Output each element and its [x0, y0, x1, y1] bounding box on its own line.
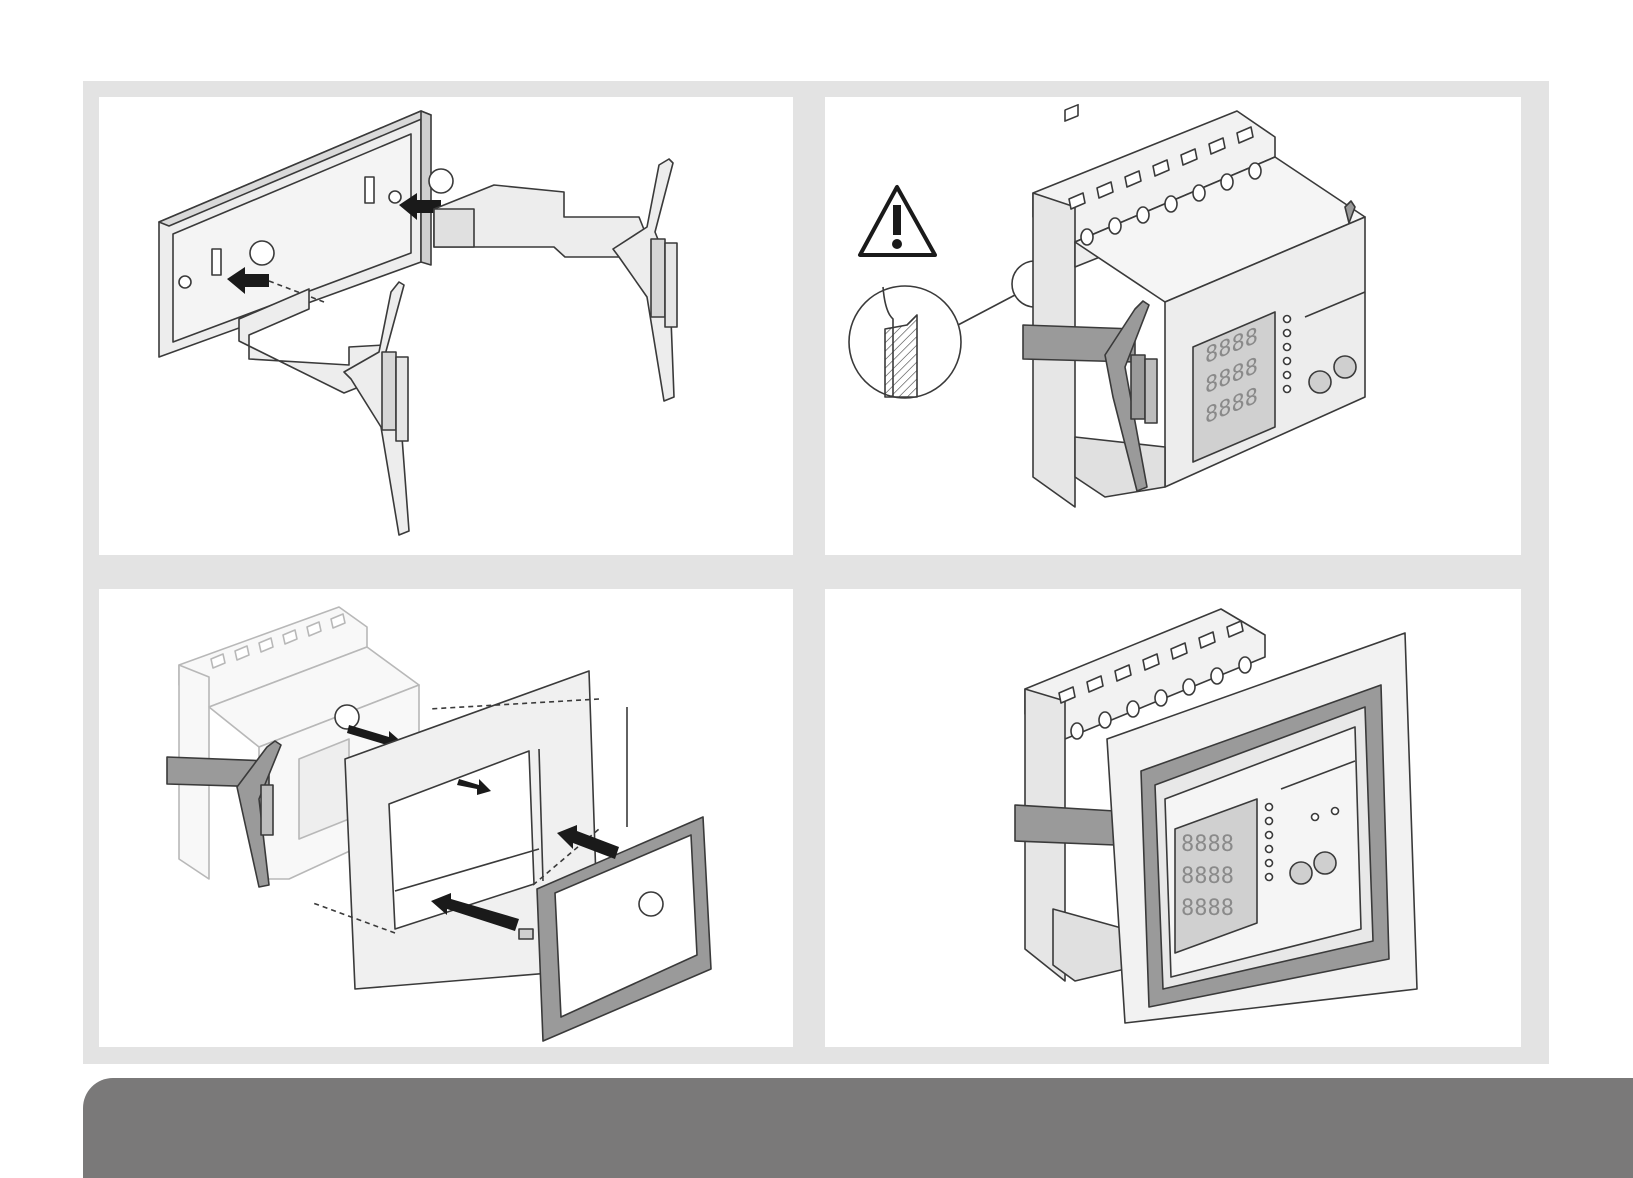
knob-right	[1314, 852, 1336, 874]
assembled-device-illustration: 8888 8888 8888	[825, 589, 1521, 1047]
display-digits: 8888 8888 8888	[1181, 832, 1234, 921]
callout-circle-b	[429, 169, 453, 193]
slot-right	[365, 177, 374, 203]
device-clip-check-illustration: 8888 8888 8888	[825, 97, 1521, 555]
knob-right	[1334, 356, 1356, 378]
faded-device-clip-pad	[261, 785, 273, 835]
bracket-attach-illustration	[99, 97, 793, 555]
cover-frame-assembly-illustration	[99, 589, 793, 1047]
callout-circle-c	[335, 705, 359, 729]
svg-text:8888: 8888	[1181, 896, 1234, 921]
illustration-frame: 8888 8888 8888	[83, 81, 1549, 1064]
terminal-row	[1065, 105, 1078, 121]
lower-clip-pad	[382, 352, 396, 430]
svg-text:8888: 8888	[1181, 864, 1234, 889]
lower-clip-pad-2	[396, 357, 408, 441]
upper-clip-pad-2	[665, 243, 677, 327]
bezel-pin	[519, 929, 533, 939]
step-3-panel	[99, 589, 793, 1047]
device-clip-pad	[1131, 355, 1145, 419]
step-2-panel: 8888 8888 8888	[825, 97, 1521, 555]
back-plate-side-edge	[421, 111, 431, 265]
step-1-panel	[99, 97, 793, 555]
indicator-2	[1332, 808, 1339, 815]
knob-left	[1290, 862, 1312, 884]
upper-clip-pad	[651, 239, 665, 317]
device-base	[1075, 437, 1165, 497]
slot-left	[212, 249, 221, 275]
device-clip-pad-2	[1145, 359, 1157, 423]
footer-bar	[83, 1078, 1633, 1178]
step-4-panel: 8888 8888 8888	[825, 589, 1521, 1047]
indicator-1	[1312, 814, 1319, 821]
warning-triangle-icon	[860, 187, 935, 255]
device-base	[1053, 909, 1125, 981]
svg-text:8888: 8888	[1181, 832, 1234, 857]
callout-circle-a	[250, 241, 274, 265]
knob-left	[1309, 371, 1331, 393]
upper-arm-block	[434, 209, 474, 247]
callout-circle-d	[639, 892, 663, 916]
screw-hole-left	[179, 276, 191, 288]
screw-hole-right	[389, 191, 401, 203]
device-clip-arm	[1015, 805, 1115, 845]
